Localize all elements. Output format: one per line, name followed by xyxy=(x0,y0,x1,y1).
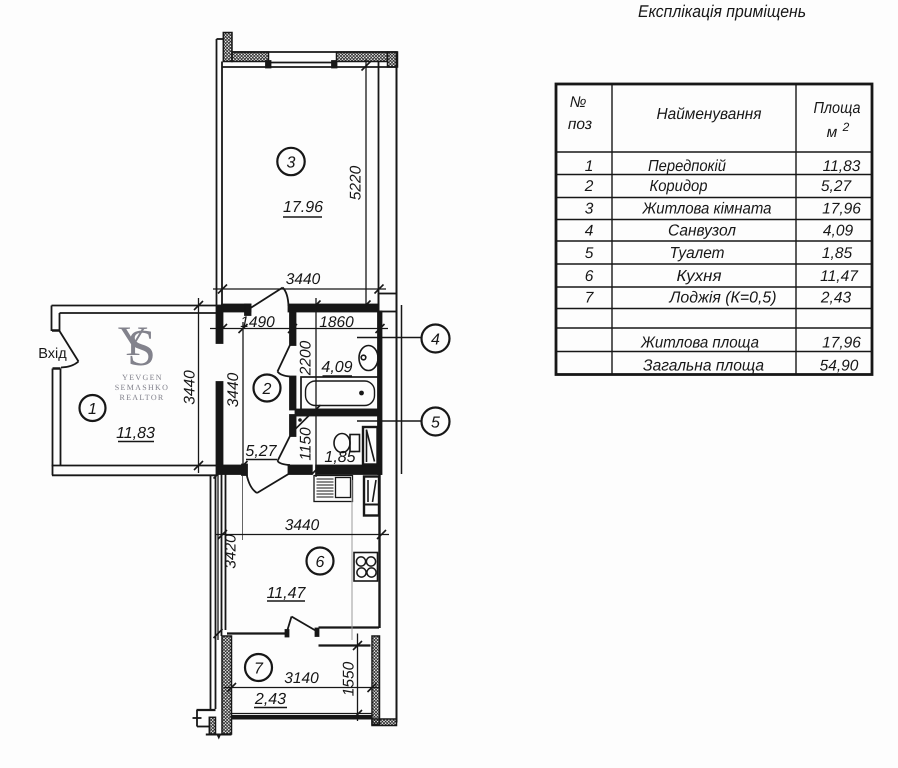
svg-text:Житлова кімната: Житлова кімната xyxy=(642,201,772,218)
svg-text:3: 3 xyxy=(287,155,296,172)
svg-text:3440: 3440 xyxy=(286,271,321,288)
svg-text:2,43: 2,43 xyxy=(254,691,286,708)
svg-text:5: 5 xyxy=(585,245,594,262)
svg-text:REALTOR: REALTOR xyxy=(119,393,164,402)
svg-text:3420: 3420 xyxy=(223,534,240,569)
svg-text:4,09: 4,09 xyxy=(823,223,854,240)
svg-text:7: 7 xyxy=(254,661,264,678)
svg-text:Загальна площа: Загальна площа xyxy=(643,358,764,375)
svg-text:Експлікація приміщень: Експлікація приміщень xyxy=(638,2,806,21)
svg-text:3140: 3140 xyxy=(284,670,319,687)
svg-text:м: м xyxy=(827,124,838,141)
svg-text:2200: 2200 xyxy=(298,340,315,376)
svg-text:1550: 1550 xyxy=(341,661,358,696)
svg-text:Туалет: Туалет xyxy=(670,245,725,262)
svg-text:Площа: Площа xyxy=(814,100,861,117)
svg-text:1,85: 1,85 xyxy=(822,245,853,262)
svg-text:Житлова площа: Житлова площа xyxy=(640,335,759,352)
svg-text:11,47: 11,47 xyxy=(267,585,307,602)
svg-text:1: 1 xyxy=(88,401,97,418)
svg-text:Санвузол: Санвузол xyxy=(668,223,736,240)
svg-text:6: 6 xyxy=(316,554,325,571)
svg-text:4: 4 xyxy=(585,223,594,240)
svg-text:5: 5 xyxy=(431,415,440,432)
svg-text:11,47: 11,47 xyxy=(820,268,859,285)
svg-text:Лоджія (К=0,5): Лоджія (К=0,5) xyxy=(669,290,777,307)
svg-text:1490: 1490 xyxy=(240,314,275,331)
svg-text:2: 2 xyxy=(842,120,850,134)
svg-text:SEMASHKO: SEMASHKO xyxy=(115,383,169,392)
svg-text:17.96: 17.96 xyxy=(283,199,323,216)
svg-text:3440: 3440 xyxy=(285,517,320,534)
svg-text:2: 2 xyxy=(584,178,594,195)
svg-text:S: S xyxy=(127,320,156,377)
svg-text:поз: поз xyxy=(568,116,592,133)
svg-text:2,43: 2,43 xyxy=(820,290,852,307)
svg-text:Коридор: Коридор xyxy=(650,178,708,195)
svg-text:3: 3 xyxy=(585,201,594,218)
svg-text:5220: 5220 xyxy=(348,165,365,200)
svg-text:5,27: 5,27 xyxy=(245,443,277,460)
svg-text:17,96: 17,96 xyxy=(822,335,861,352)
svg-text:Найменування: Найменування xyxy=(657,106,762,123)
svg-text:Вхід: Вхід xyxy=(38,346,67,362)
svg-text:Y: Y xyxy=(118,319,148,365)
svg-text:4,09: 4,09 xyxy=(321,359,352,376)
svg-text:2: 2 xyxy=(262,381,272,398)
svg-text:17,96: 17,96 xyxy=(822,201,861,218)
svg-text:4: 4 xyxy=(431,332,440,349)
svg-text:3440: 3440 xyxy=(225,372,242,407)
svg-text:3440: 3440 xyxy=(182,370,199,405)
svg-text:7: 7 xyxy=(585,290,595,307)
svg-text:11,83: 11,83 xyxy=(116,425,155,442)
svg-text:11,83: 11,83 xyxy=(823,158,861,175)
svg-text:Кухня: Кухня xyxy=(677,268,722,285)
svg-text:1: 1 xyxy=(585,158,594,175)
svg-text:Передпокій: Передпокій xyxy=(648,158,726,175)
svg-text:5,27: 5,27 xyxy=(821,178,853,195)
svg-text:1150: 1150 xyxy=(298,427,315,461)
svg-text:№: № xyxy=(570,94,587,111)
svg-text:1860: 1860 xyxy=(319,314,354,331)
svg-text:YEVGEN: YEVGEN xyxy=(122,373,163,382)
svg-text:54,90: 54,90 xyxy=(820,358,859,375)
svg-text:6: 6 xyxy=(585,268,594,285)
svg-text:1,85: 1,85 xyxy=(324,449,355,466)
